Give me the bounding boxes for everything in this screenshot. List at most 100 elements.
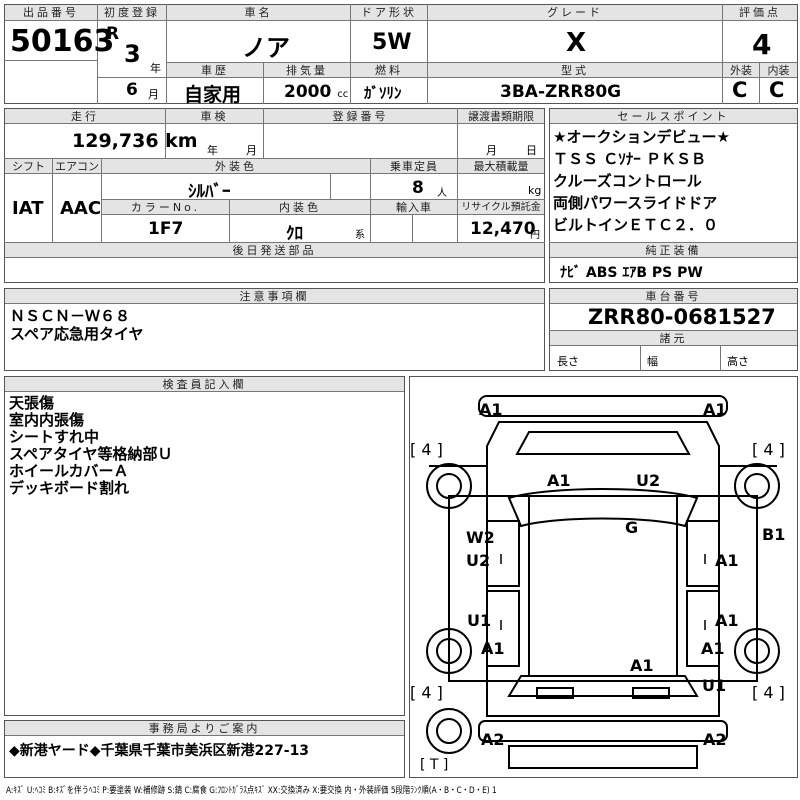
car-outline (426, 395, 780, 769)
interior-color-label: 内装色 (230, 200, 370, 215)
tire-front-right: [ 4 ] (752, 440, 785, 459)
damage-front-right: A1 (703, 400, 727, 419)
damage-rear-quarter-left: A1 (481, 639, 505, 658)
damage-roof: G (625, 518, 639, 537)
reg-number-label: 登録番号 (264, 109, 457, 124)
sales-point: 両側パワースライドドア (553, 194, 718, 212)
inspection-year: 年 (207, 144, 218, 157)
damage-right-fender: B1 (762, 525, 786, 544)
genuine-equipment-label: 純正装備 (550, 243, 797, 258)
capacity-value: 8 (412, 178, 424, 198)
door-label: ドア形状 (351, 5, 427, 21)
notes-label: 注意事項欄 (5, 289, 544, 304)
inspector-note: スペアタイヤ等格納部Ｕ (9, 445, 173, 463)
capacity-unit: 人 (437, 188, 447, 199)
notes-list: ＮＳＣＮ－Ｗ６８ スペア応急用タイヤ (10, 307, 144, 343)
vehicle-info-block (4, 108, 545, 283)
damage-front-left: A1 (479, 400, 503, 419)
interior-grade: C (769, 78, 785, 102)
model-value: 3BA-ZRR80G (500, 82, 622, 102)
chassis-number: ZRR80-0681527 (588, 305, 776, 329)
fuel-label: 燃料 (351, 63, 427, 78)
first-reg-label: 初度登録 (98, 5, 166, 21)
sales-point: クルーズコントロール (553, 172, 702, 190)
shift-label: シフト (5, 159, 52, 174)
sales-points-list: ★オークションデビュー★ ＴＳＳ Ｃｿﾅｰ ＰＫＳＢ クルーズコントロール 両側… (553, 126, 730, 236)
inspector-note: デッキボード割れ (9, 479, 130, 497)
history-value: 自家用 (184, 84, 242, 106)
displacement-label: 排気量 (264, 63, 350, 78)
door-shape: 5W (372, 30, 412, 55)
exterior-grade: C (732, 78, 748, 102)
tire-rear-left: [ 4 ] (410, 683, 443, 702)
height-label: 高さ (727, 355, 749, 368)
grade-value: X (566, 28, 587, 58)
chassis-block (549, 288, 798, 371)
transfer-month: 月 (486, 144, 497, 157)
header-block (4, 4, 798, 104)
sales-point: ビルトインＥＴＣ２．０ (553, 216, 719, 234)
transfer-day: 日 (526, 144, 537, 157)
note-line: ＮＳＣＮ－Ｗ６８ (10, 307, 131, 325)
max-load-label: 最大積載量 (458, 159, 544, 174)
max-load-unit: kg (528, 184, 542, 197)
sales-points-label: セールスポイント (550, 109, 797, 124)
car-name-label: 車名 (167, 5, 350, 21)
exterior-color-label: 外装色 (102, 159, 370, 174)
shift-value: IAT (12, 198, 44, 219)
inspector-notes: 天張傷 室内内張傷 シートすれ中 スペアタイヤ等格納部Ｕ ホイールカバーＡ デッ… (9, 395, 173, 497)
damage-rear-right-low: U1 (702, 676, 727, 695)
import-label: 輸入車 (371, 200, 457, 215)
sales-points-block (549, 108, 798, 283)
reg-year-unit: 年 (150, 62, 161, 75)
model-label: 型式 (428, 63, 722, 78)
lot-number: 50163 (10, 24, 115, 59)
car-name: ノア (242, 34, 290, 62)
inspector-note: シートすれ中 (9, 428, 100, 446)
exterior-grade-label: 外装 (723, 63, 759, 78)
damage-hood-right: U2 (636, 471, 661, 490)
score-label: 評価点 (723, 5, 797, 21)
history-label: 車歴 (167, 63, 263, 78)
reg-month-unit: 月 (148, 88, 159, 101)
inspector-note: 室内内張傷 (9, 411, 85, 429)
office-label: 事務局よりご案内 (5, 721, 404, 736)
damage-bumper-right: A2 (703, 730, 727, 749)
recycle-label: リサイクル預託金 (458, 200, 544, 215)
interior-color-value: ｸﾛ (286, 224, 303, 244)
tire-front-left: [ 4 ] (410, 440, 443, 459)
genuine-equipment-value: ﾅﾋﾞ ABS ｴｱB PS PW (560, 265, 703, 281)
inspector-note: ホイールカバーＡ (9, 462, 129, 480)
displacement-value: 2000 cc (284, 82, 349, 102)
inspector-label: 検査員記入欄 (5, 377, 404, 392)
width-label: 幅 (647, 355, 658, 368)
lot-label: 出品番号 (5, 5, 97, 21)
fuel-value: ｶﾞｿﾘﾝ (364, 84, 402, 102)
transfer-label: 譲渡書類期限 (458, 109, 544, 124)
sales-point: ＴＳＳ Ｃｿﾅｰ ＰＫＳＢ (553, 150, 706, 168)
grade-label: グレード (428, 5, 722, 21)
car-diagram (409, 376, 798, 778)
damage-door-front-left-u: U2 (466, 551, 491, 570)
office-block (4, 720, 405, 778)
legend: A:ｷｽﾞ U:ﾍｺﾐ B:ｷｽﾞを伴うﾍｺﾐ P:要塗装 W:補修跡 S:錆 … (6, 786, 497, 796)
tire-rear-right: [ 4 ] (752, 683, 785, 702)
era-letter: R (106, 24, 120, 44)
chassis-label: 車台番号 (550, 289, 797, 304)
color-no-value: 1F7 (148, 219, 184, 239)
notes-block (4, 288, 545, 371)
exterior-color-value: ｼﾙﾊﾞｰ (188, 182, 231, 202)
specs-label: 諸元 (550, 331, 797, 346)
length-label: 長さ (557, 355, 579, 368)
damage-rear-quarter-right: A1 (701, 639, 725, 658)
inspection-month: 月 (246, 144, 257, 157)
damage-door-rear-left: U1 (467, 611, 492, 630)
color-no-label: カラーNo. (102, 200, 229, 215)
inspection-label: 車検 (166, 109, 263, 124)
damage-door-front-left-w: W2 (466, 528, 495, 547)
damage-tailgate: A1 (630, 656, 654, 675)
inspector-block (4, 376, 405, 716)
note-line: スペア応急用タイヤ (10, 325, 144, 343)
damage-door-rear-right: A1 (715, 611, 739, 630)
damage-bumper-left: A2 (481, 730, 505, 749)
